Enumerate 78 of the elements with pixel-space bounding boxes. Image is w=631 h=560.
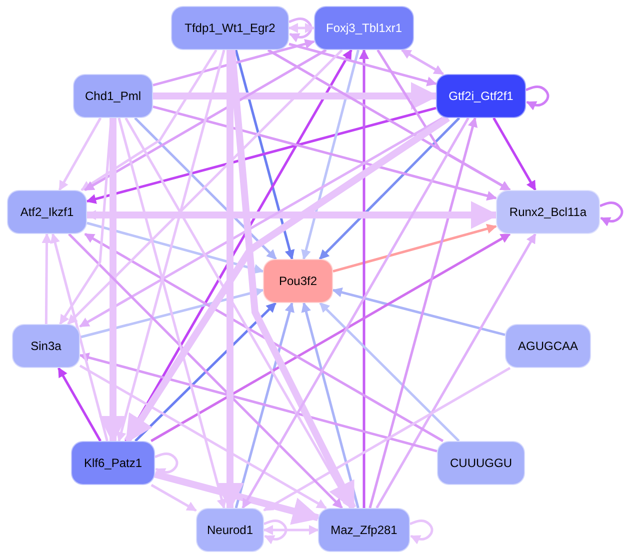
node-label: Foxj3_Tbl1xr1 [326, 21, 402, 35]
arrow [216, 50, 244, 511]
node-label: Neurod1 [206, 523, 254, 537]
arrow [58, 117, 102, 191]
arrow [234, 50, 295, 260]
arrow [263, 525, 319, 535]
arrow [84, 48, 327, 192]
node-label: Runx2_Bcl11a [509, 205, 587, 219]
arrow [359, 49, 369, 508]
gene-node [505, 324, 591, 368]
arrow [86, 106, 436, 204]
arrow [150, 232, 511, 442]
node-label: Klf6_Patz1 [84, 456, 142, 470]
arrow [68, 233, 343, 509]
arrow [492, 117, 536, 191]
gene-node [263, 259, 333, 303]
arrow [134, 302, 277, 442]
gene-node [12, 324, 80, 368]
arrow [368, 117, 478, 508]
arrow [154, 470, 321, 525]
arrow [79, 364, 327, 510]
arrow [264, 519, 288, 544]
arrow [124, 49, 352, 442]
arrow [288, 23, 315, 33]
gene-node [7, 190, 87, 234]
gene-node [73, 74, 153, 118]
arrow [79, 352, 438, 452]
arrow [242, 117, 470, 509]
arrow [263, 366, 511, 512]
node-label: Sin3a [30, 339, 62, 353]
arrow [84, 232, 444, 442]
arrow [376, 233, 536, 509]
arrow [58, 367, 102, 442]
gene-node [437, 441, 525, 485]
arrow [301, 302, 360, 508]
arrow [99, 118, 127, 444]
arrow [332, 288, 506, 336]
node-label: Tfdp1_Wt1_Egr2 [184, 21, 276, 35]
arrow [50, 233, 108, 442]
gene-node [314, 6, 414, 50]
node-label: CUUUGGU [450, 456, 512, 470]
arrow [67, 49, 343, 325]
arrow [288, 42, 437, 86]
arrow [80, 287, 264, 338]
gene-node [71, 441, 155, 485]
node-label: Maz_Zfp281 [330, 523, 398, 537]
arrow [319, 302, 460, 442]
arrow [79, 116, 444, 328]
arrow [288, 17, 312, 42]
arrow [124, 115, 450, 444]
node-label: AGUGCAA [518, 339, 578, 353]
node-label: Gtf2i_Gtf2f1 [448, 89, 514, 103]
arrow [401, 48, 444, 76]
gene-node [196, 508, 264, 552]
arrow [318, 117, 460, 260]
arrow [42, 233, 52, 324]
arrow [234, 302, 294, 508]
arrow [410, 519, 434, 544]
node-label: Chd1_Pml [84, 89, 142, 103]
node-label: Atf2_Ikzf1 [20, 205, 74, 219]
arrow [332, 224, 497, 273]
node-label: Pou3f2 [278, 274, 318, 288]
arrow [134, 117, 277, 260]
arrow [152, 39, 315, 86]
arrow [267, 48, 511, 192]
arrow [80, 49, 218, 192]
gene-node [171, 6, 289, 50]
gene-node [436, 74, 526, 118]
arrow [600, 201, 624, 226]
gene-node [318, 508, 410, 552]
arrow [301, 50, 360, 260]
arrow [150, 484, 197, 512]
arrow [116, 50, 226, 442]
arrow [526, 85, 550, 110]
arrow [118, 118, 227, 509]
arrow [86, 222, 264, 274]
gene-node [496, 190, 600, 234]
arrow [152, 105, 497, 201]
